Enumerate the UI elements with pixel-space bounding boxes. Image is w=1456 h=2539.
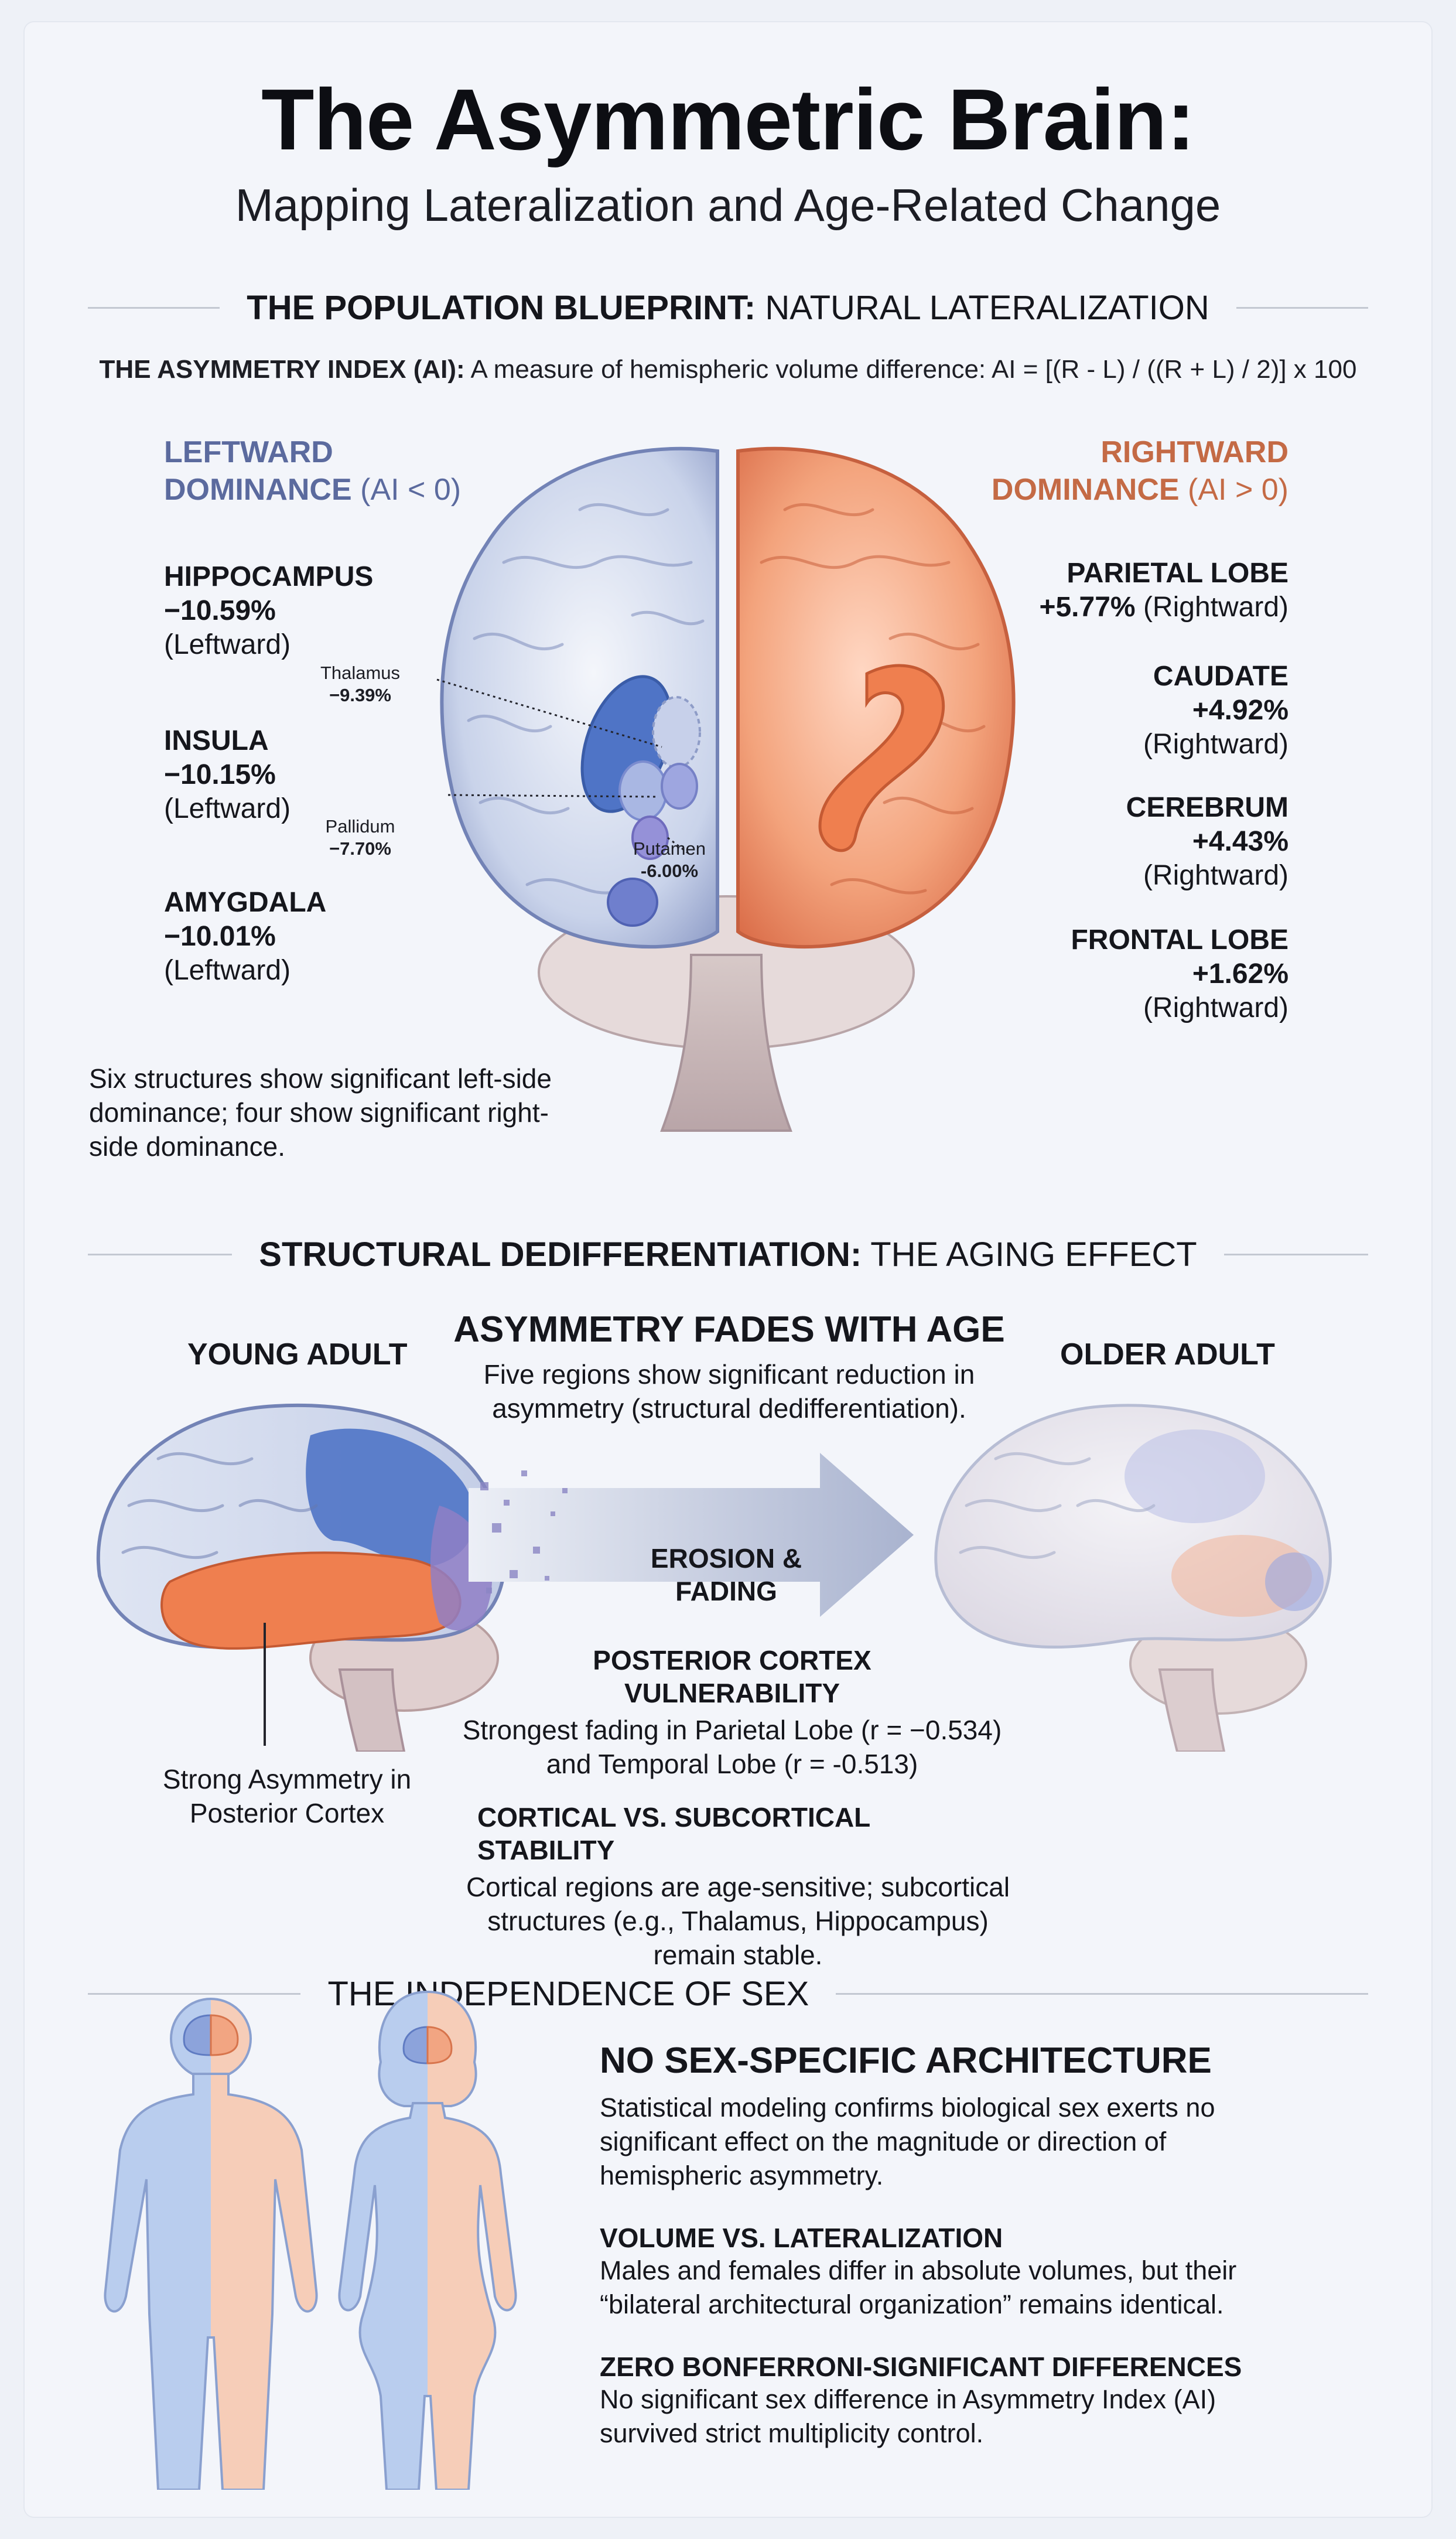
young-adult-label: YOUNG ADULT xyxy=(187,1337,408,1371)
amygdala-region xyxy=(607,878,658,927)
right-hemisphere xyxy=(736,446,1016,949)
older-adult-label: OLDER ADULT xyxy=(1060,1337,1275,1371)
thalamus-label: Thalamus −9.39% xyxy=(320,663,401,705)
putamen-label: Putamen -6.00% xyxy=(633,838,706,881)
female-brain-icon xyxy=(402,2026,453,2064)
male-figure xyxy=(104,1998,318,2490)
erosion-label: EROSION & FADING xyxy=(650,1543,802,1606)
rightward-dominance-label: RIGHTWARD DOMINANCE (AI > 0) xyxy=(991,435,1288,507)
sex-independence-text: NO SEX-SPECIFIC ARCHITECTURE Statistical… xyxy=(600,2040,1242,2448)
stat-parietal-lobe: PARIETAL LOBE +5.77% (Rightward) xyxy=(1039,558,1288,623)
brain-coronal-diagram xyxy=(436,446,1016,1132)
stat-insula: INSULA −10.15% (Leftward) xyxy=(164,725,291,824)
dominance-note: Six structures show significant left-sid… xyxy=(89,1063,552,1162)
male-brain-icon xyxy=(183,2014,239,2056)
erosion-arrow xyxy=(469,1453,914,1617)
page-subtitle: Mapping Lateralization and Age-Related C… xyxy=(235,179,1221,231)
stat-hippocampus: HIPPOCAMPUS −10.59% (Leftward) xyxy=(164,561,374,660)
section-heading-blueprint: THE POPULATION BLUEPRINT: NATURAL LATERA… xyxy=(88,288,1369,327)
older-brain-diagram xyxy=(934,1404,1332,1752)
stat-cerebrum: CEREBRUM +4.43% (Rightward) xyxy=(1126,792,1288,891)
male-female-figures xyxy=(104,1990,517,2490)
pallidum-label: Pallidum −7.70% xyxy=(325,816,395,859)
pallidum-region xyxy=(661,763,698,810)
female-figure xyxy=(338,1990,517,2490)
putamen-leader xyxy=(667,837,692,856)
brainstem-shape xyxy=(660,954,792,1132)
stability-note: CORTICAL VS. SUBCORTICAL STABILITY Corti… xyxy=(466,1802,1010,1970)
posterior-cortex-note: POSTERIOR CORTEX VULNERABILITY Strongest… xyxy=(462,1645,1002,1779)
aging-summary: ASYMMETRY FADES WITH AGE Five regions sh… xyxy=(453,1309,1005,1424)
stat-amygdala: AMYGDALA −10.01% (Leftward) xyxy=(164,887,327,986)
caudate-region xyxy=(818,664,945,852)
stat-caudate: CAUDATE +4.92% (Rightward) xyxy=(1143,661,1288,760)
thalamus-region xyxy=(652,696,701,769)
stat-frontal-lobe: FRONTAL LOBE +1.62% (Rightward) xyxy=(1071,924,1288,1023)
section-heading-aging: STRUCTURAL DEDIFFERENTIATION: THE AGING … xyxy=(88,1235,1369,1274)
asymmetry-formula: THE ASYMMETRY INDEX (AI): A measure of h… xyxy=(99,355,1357,384)
page-title: The Asymmetric Brain: xyxy=(261,71,1195,168)
young-caption: Strong Asymmetry in Posterior Cortex xyxy=(162,1764,412,1828)
leftward-dominance-label: LEFTWARD DOMINANCE (AI < 0) xyxy=(164,435,462,507)
thalamus-leader xyxy=(436,678,662,748)
insula-region xyxy=(618,760,668,821)
